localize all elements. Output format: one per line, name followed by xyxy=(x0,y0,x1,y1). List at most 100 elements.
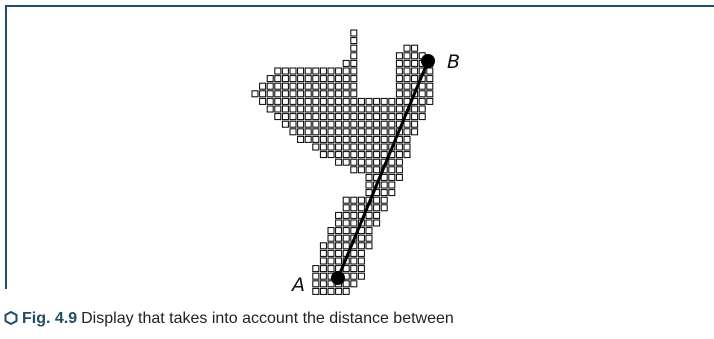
pixel-cell xyxy=(328,83,334,89)
pixel-cell xyxy=(305,114,311,120)
pixel-cell xyxy=(336,258,342,264)
pixel-cell xyxy=(374,220,380,226)
pixel-cell xyxy=(366,182,372,188)
pixel-cell xyxy=(320,266,326,272)
pixel-cell xyxy=(320,243,326,249)
pixel-cell xyxy=(412,45,418,51)
pixel-cell xyxy=(313,288,319,294)
pixel-cell xyxy=(328,91,334,97)
pixel-cell xyxy=(419,114,425,120)
pixel-cell xyxy=(336,220,342,226)
pixel-cell xyxy=(298,91,304,97)
pixel-cell xyxy=(404,152,410,158)
pixel-cell xyxy=(381,98,387,104)
pixel-cell xyxy=(275,91,281,97)
pixel-cell xyxy=(412,129,418,135)
hexagon-icon xyxy=(4,311,18,325)
pixel-cell xyxy=(404,45,410,51)
pixel-cell xyxy=(351,121,357,127)
caption-text: Display that takes into account the dist… xyxy=(81,310,454,327)
pixel-cell xyxy=(351,129,357,135)
pixel-cell xyxy=(419,83,425,89)
pixel-cell xyxy=(313,266,319,272)
pixel-cell xyxy=(389,129,395,135)
pixel-cell xyxy=(328,243,334,249)
pixel-cell xyxy=(328,76,334,82)
pixel-cell xyxy=(366,98,372,104)
pixel-cell xyxy=(320,136,326,142)
pixel-cell xyxy=(336,114,342,120)
pixel-cell xyxy=(389,106,395,112)
pixel-cell xyxy=(328,288,334,294)
pixel-cell xyxy=(328,144,334,150)
pixel-cell xyxy=(343,212,349,218)
pixel-cell xyxy=(412,114,418,120)
pixel-cell xyxy=(336,243,342,249)
pixel-cell xyxy=(366,144,372,150)
pixel-cell xyxy=(358,121,364,127)
pixel-cell xyxy=(328,250,334,256)
pixel-cell xyxy=(282,76,288,82)
pixel-cell xyxy=(343,106,349,112)
pixel-cell xyxy=(389,121,395,127)
pixel-cell xyxy=(305,98,311,104)
pixel-cell xyxy=(351,91,357,97)
pixel-cell xyxy=(351,114,357,120)
pixel-cell xyxy=(343,144,349,150)
pixel-cell xyxy=(351,136,357,142)
pixel-cell xyxy=(328,266,334,272)
pixel-cell xyxy=(267,76,273,82)
pixel-cell xyxy=(275,98,281,104)
pixel-cell xyxy=(298,83,304,89)
pixel-cell xyxy=(305,68,311,74)
pixel-cell xyxy=(305,76,311,82)
pixel-cell xyxy=(298,98,304,104)
pixel-cell xyxy=(404,91,410,97)
pixel-cell xyxy=(290,98,296,104)
pixel-cell xyxy=(343,197,349,203)
pixel-cell xyxy=(336,288,342,294)
pixel-cell xyxy=(320,258,326,264)
pixel-cell xyxy=(343,152,349,158)
pixel-cell xyxy=(328,258,334,264)
pixel-cell xyxy=(381,114,387,120)
pixel-cell xyxy=(275,114,281,120)
pixel-cell xyxy=(282,106,288,112)
pixel-cell xyxy=(389,190,395,196)
pixel-cell xyxy=(427,68,433,74)
pixel-cell xyxy=(358,98,364,104)
pixel-cell xyxy=(313,76,319,82)
pixel-cell xyxy=(396,174,402,180)
pixel-cell xyxy=(427,98,433,104)
pixel-cell xyxy=(351,212,357,218)
pixel-cell xyxy=(358,106,364,112)
pixel-cell xyxy=(412,68,418,74)
pixel-cell xyxy=(252,91,258,97)
pixel-cell xyxy=(290,129,296,135)
pixel-cell xyxy=(396,114,402,120)
pixel-cell xyxy=(298,68,304,74)
pixel-cell xyxy=(343,159,349,165)
pixel-cell xyxy=(381,144,387,150)
point-a xyxy=(331,271,345,285)
pixel-cell xyxy=(336,250,342,256)
pixel-cell xyxy=(389,182,395,188)
pixel-cell xyxy=(313,129,319,135)
pixel-cell xyxy=(351,76,357,82)
pixel-cell xyxy=(366,114,372,120)
pixel-cell xyxy=(396,76,402,82)
pixel-cell xyxy=(343,205,349,211)
pixel-cell xyxy=(389,98,395,104)
pixel-cell xyxy=(320,273,326,279)
pixel-cell xyxy=(351,38,357,44)
pixel-cell xyxy=(282,114,288,120)
pixel-cell xyxy=(336,76,342,82)
pixel-cell xyxy=(366,174,372,180)
pixel-cell xyxy=(298,106,304,112)
pixel-cell xyxy=(267,98,273,104)
pixel-cell xyxy=(351,273,357,279)
pixel-cell xyxy=(305,91,311,97)
pixel-cell xyxy=(389,174,395,180)
pixel-cell xyxy=(427,76,433,82)
pixel-cell xyxy=(358,258,364,264)
